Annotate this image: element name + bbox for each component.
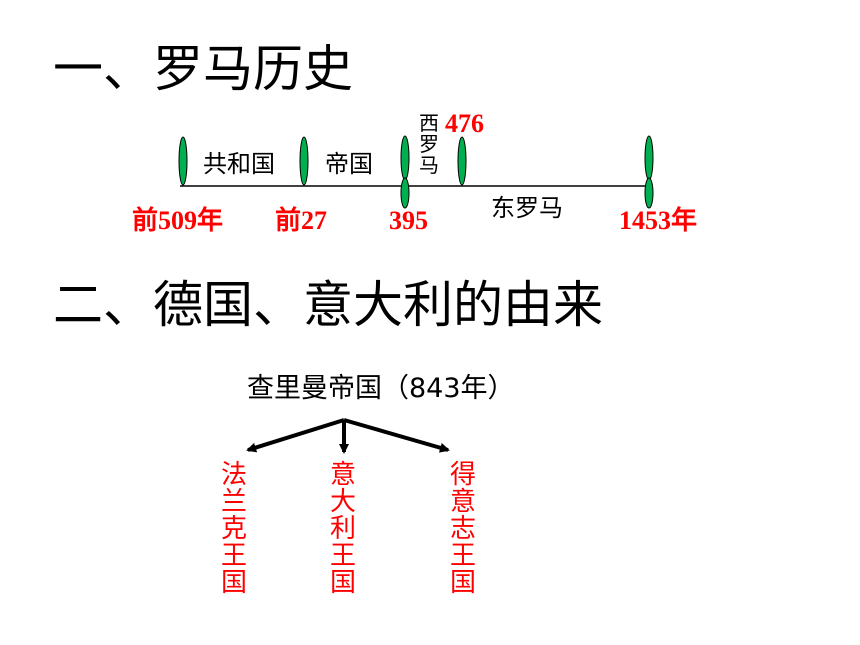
vertical-char: 王 <box>220 541 247 571</box>
timeline-marker-27bc <box>299 136 309 186</box>
vertical-char: 得 <box>449 460 476 490</box>
vertical-char: 罗 <box>419 132 439 156</box>
vertical-char: 马 <box>419 153 439 177</box>
vertical-char: 利 <box>329 514 356 544</box>
vertical-char: 志 <box>449 514 476 544</box>
vertical-char: 意 <box>329 460 356 490</box>
vertical-char: 克 <box>220 514 247 544</box>
period-label-east-rome: 东罗马 <box>491 194 563 222</box>
vertical-char: 意 <box>449 487 476 517</box>
timeline-marker-476 <box>457 136 467 186</box>
period-label-empire: 帝国 <box>325 150 373 178</box>
section-title-origin: 二、德国、意大利的由来 <box>53 276 603 334</box>
date-label-395: 395 <box>389 206 428 235</box>
tree-arrow-left <box>246 418 345 453</box>
vertical-char: 法 <box>220 460 247 490</box>
section-title-roman-history: 一、罗马历史 <box>53 40 353 98</box>
tree-child-italy-kingdom: 意大利王国 <box>328 462 358 597</box>
vertical-char: 大 <box>329 487 356 517</box>
date-label-27bc: 前27 <box>275 206 328 235</box>
date-label-1453: 1453年 <box>619 206 698 235</box>
tree-child-frankish-kingdom: 法兰克王国 <box>219 462 249 597</box>
timeline-marker-1453-top <box>644 135 654 181</box>
vertical-char: 国 <box>220 568 247 598</box>
tree-arrow-right <box>343 418 450 453</box>
vertical-char: 西 <box>419 111 439 135</box>
period-label-west-rome: 西罗马 <box>418 113 440 176</box>
vertical-char: 兰 <box>220 487 247 517</box>
timeline-marker-395-bottom <box>400 177 410 209</box>
vertical-char: 国 <box>329 568 356 598</box>
tree-child-german-kingdom: 得意志王国 <box>448 462 478 597</box>
vertical-char: 王 <box>449 541 476 571</box>
vertical-char: 国 <box>449 568 476 598</box>
timeline-marker-509bc <box>178 136 188 186</box>
timeline-marker-395-top <box>400 135 410 181</box>
period-label-republic: 共和国 <box>203 150 275 178</box>
date-label-476: 476 <box>445 109 484 138</box>
timeline-marker-1453-bottom <box>644 177 654 209</box>
date-label-509bc: 前509年 <box>132 206 224 235</box>
vertical-char: 王 <box>329 541 356 571</box>
tree-root-label: 查里曼帝国（843年） <box>247 373 515 404</box>
